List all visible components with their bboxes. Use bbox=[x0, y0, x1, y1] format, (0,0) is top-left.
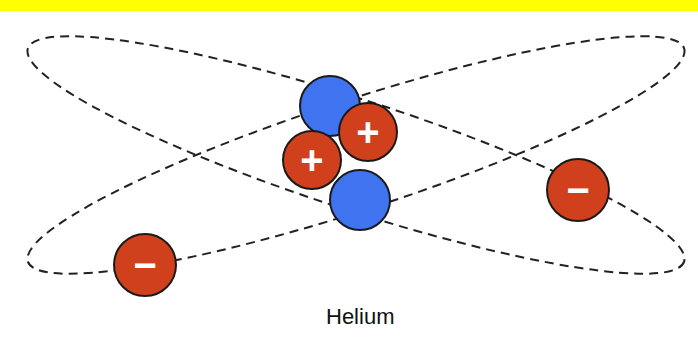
neutron bbox=[330, 170, 390, 230]
proton: + bbox=[338, 102, 398, 162]
header-bar bbox=[0, 0, 698, 11]
electron-orbit bbox=[11, 0, 698, 314]
element-name: Helium bbox=[326, 304, 394, 330]
electron: − bbox=[546, 158, 610, 222]
proton-sign: + bbox=[356, 112, 379, 152]
electron-sign: − bbox=[133, 245, 156, 285]
electron-orbit bbox=[11, 0, 698, 314]
electron: − bbox=[113, 233, 177, 297]
proton-sign: + bbox=[300, 140, 323, 180]
electron-sign: − bbox=[566, 170, 589, 210]
proton: + bbox=[282, 130, 342, 190]
